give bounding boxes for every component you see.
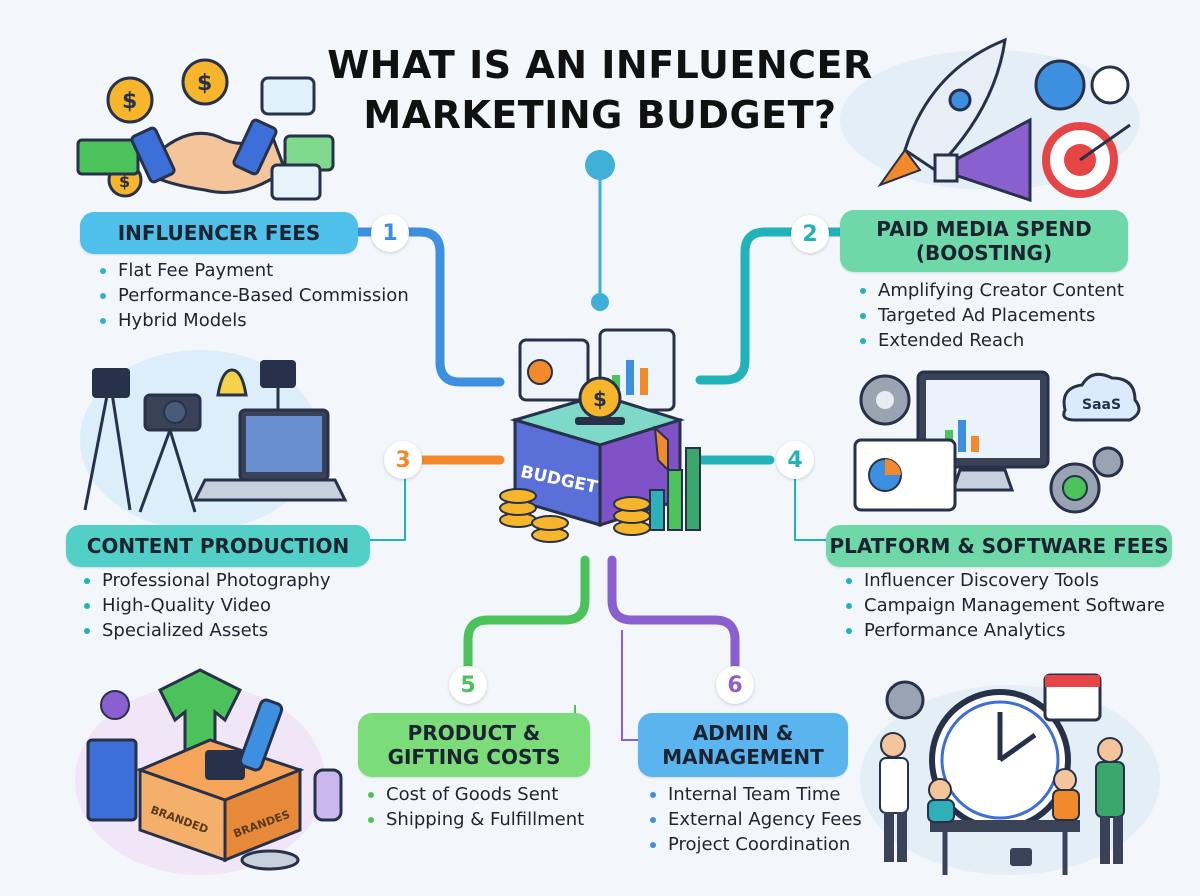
top-connector xyxy=(585,150,615,311)
section-6-number: 6 xyxy=(716,666,754,704)
connector-5 xyxy=(463,555,590,673)
list-item: Professional Photography xyxy=(82,568,331,593)
section-5-title: PRODUCT & GIFTING COSTS xyxy=(358,713,590,777)
connector-2 xyxy=(695,227,845,385)
section-3-number: 3 xyxy=(384,441,422,479)
section-1-list: Flat Fee Payment Performance-Based Commi… xyxy=(98,258,409,333)
list-item: Project Coordination xyxy=(648,832,862,857)
list-item: High-Quality Video xyxy=(82,593,331,618)
saas-cloud-label: SaaS xyxy=(1082,397,1121,413)
gift-box-icon xyxy=(75,668,343,875)
section-2-title: PAID MEDIA SPEND (BOOSTING) xyxy=(840,210,1128,272)
dashboard-saas-icon xyxy=(853,370,1141,514)
section-6-title: ADMIN & MANAGEMENT xyxy=(638,713,848,777)
section-4-list: Influencer Discovery Tools Campaign Mana… xyxy=(844,568,1165,643)
coin-dollar-1: $ xyxy=(122,89,137,114)
list-item: Specialized Assets xyxy=(82,618,331,643)
section-5-list: Cost of Goods Sent Shipping & Fulfillmen… xyxy=(366,782,584,832)
coin-dollar-3: $ xyxy=(119,172,130,191)
list-item: Targeted Ad Placements xyxy=(858,303,1124,328)
list-item: External Agency Fees xyxy=(648,807,862,832)
list-item: Amplifying Creator Content xyxy=(858,278,1124,303)
list-item: Performance Analytics xyxy=(844,618,1165,643)
title-line-2: MARKETING BUDGET? xyxy=(363,93,837,137)
team-clock-icon xyxy=(860,673,1160,875)
coin-symbol: $ xyxy=(593,387,607,411)
title-line-1: WHAT IS AN INFLUENCER xyxy=(327,43,873,87)
rocket-megaphone-icon xyxy=(840,37,1140,203)
section-3-title: CONTENT PRODUCTION xyxy=(66,525,370,567)
camera-studio-icon xyxy=(80,350,348,530)
list-item: Shipping & Fulfillment xyxy=(366,807,584,832)
section-1-title: INFLUENCER FEES xyxy=(80,212,358,254)
section-4-number: 4 xyxy=(776,441,814,479)
connector-4-drop xyxy=(794,478,830,541)
section-4-title: PLATFORM & SOFTWARE FEES xyxy=(826,525,1172,567)
section-6-list: Internal Team Time External Agency Fees … xyxy=(648,782,862,857)
list-item: Flat Fee Payment xyxy=(98,258,409,283)
section-2-list: Amplifying Creator Content Targeted Ad P… xyxy=(858,278,1124,353)
handshake-money-icon xyxy=(76,58,335,201)
list-item: Hybrid Models xyxy=(98,308,409,333)
list-item: Extended Reach xyxy=(858,328,1124,353)
list-item: Campaign Management Software xyxy=(844,593,1165,618)
connector-3-drop xyxy=(370,478,406,541)
list-item: Internal Team Time xyxy=(648,782,862,807)
list-item: Cost of Goods Sent xyxy=(366,782,584,807)
section-3-list: Professional Photography High-Quality Vi… xyxy=(82,568,331,643)
section-2-number: 2 xyxy=(791,215,829,253)
coin-dollar-2: $ xyxy=(197,71,212,96)
list-item: Influencer Discovery Tools xyxy=(844,568,1165,593)
list-item: Performance-Based Commission xyxy=(98,283,409,308)
budget-box-icon xyxy=(499,328,701,543)
section-1-number: 1 xyxy=(371,214,409,252)
page-title: WHAT IS AN INFLUENCER MARKETING BUDGET? xyxy=(300,40,900,140)
section-5-number: 5 xyxy=(449,666,487,704)
connector-6 xyxy=(607,555,740,673)
connector-1 xyxy=(350,227,505,387)
